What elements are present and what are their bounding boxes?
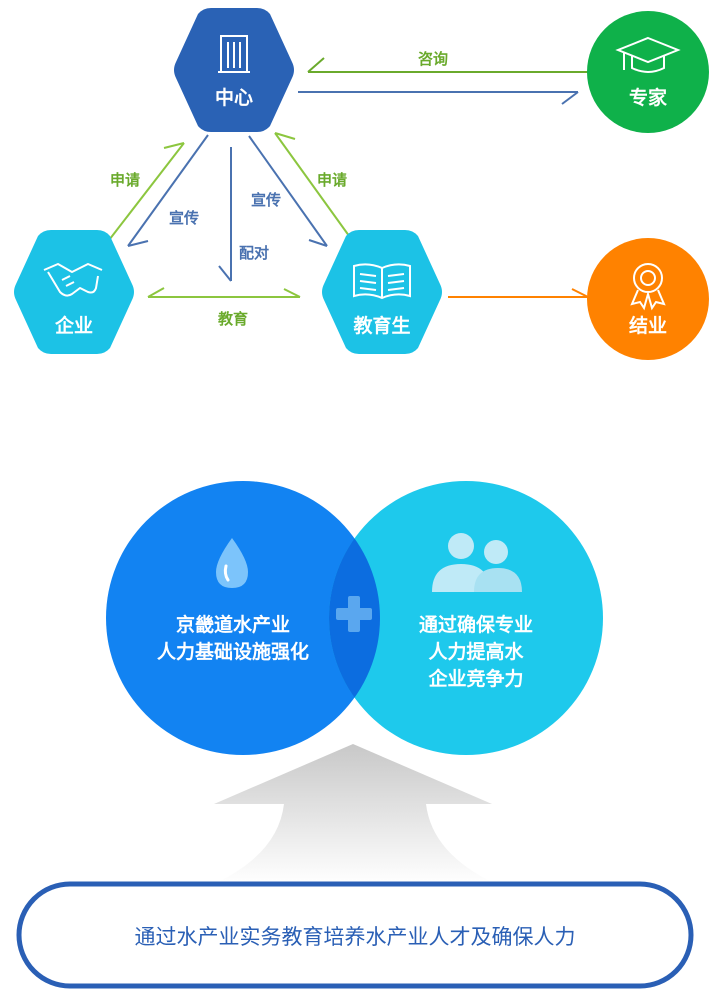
edge-label-promote-right: 宣传 [251,191,281,209]
node-center: 中心 [174,8,294,132]
connector-consult [307,57,588,73]
venn-left-line1: 京畿道水产业 [176,613,290,636]
water-drop-icon [216,538,248,588]
node-center-label: 中心 [215,86,253,109]
edge-label-apply-right: 申请 [317,171,347,189]
plus-icon [336,596,372,632]
edge-label-promote-left: 宣传 [169,209,199,227]
venn-left-circle [106,481,380,755]
banner: 通过水产业实务教育培养水产业人才及确保人力 [16,881,694,989]
award-icon [630,263,666,311]
banner-text: 通过水产业实务教育培养水产业人才及确保人力 [135,925,576,949]
connector-center-to-expert [298,91,579,105]
connector-apply-right [274,132,353,241]
edge-label-apply-left: 申请 [110,171,140,189]
book-icon [353,263,411,300]
node-finish-label: 结业 [629,314,667,337]
building-icon [218,35,250,73]
venn-right-line1: 通过确保专业 [419,613,533,636]
graduation-cap-icon [615,36,681,73]
venn-right-circle [329,481,603,755]
connector-promote-right [248,135,328,247]
node-expert-label: 专家 [629,86,668,109]
venn-diagram: 京畿道水产业 人力基础设施强化 通过确保专业 人力提高水 企业竞争力 [106,481,603,755]
connector-graduate-to-finish [448,288,589,298]
node-expert: 专家 [587,11,709,133]
connector-educate [147,287,301,298]
edge-label-match: 配对 [239,244,269,262]
connector-match [218,147,232,282]
node-finish: 结业 [587,238,709,360]
venn-right-line3: 企业竞争力 [427,667,523,690]
node-company-label: 企业 [54,314,93,337]
node-graduate-label: 教育生 [353,314,410,337]
connector-promote-left [127,134,209,247]
people-icon [432,533,522,592]
edge-label-consult: 咨询 [418,50,448,68]
edge-label-educate: 教育 [217,310,248,328]
handshake-icon [43,263,103,297]
venn-right-line2: 人力提高水 [428,640,524,663]
venn-left-line2: 人力基础设施强化 [157,640,309,663]
connector-apply-left [105,142,185,245]
node-graduate: 教育生 [322,230,442,354]
node-company: 企业 [14,230,134,354]
up-arrow [214,744,496,884]
